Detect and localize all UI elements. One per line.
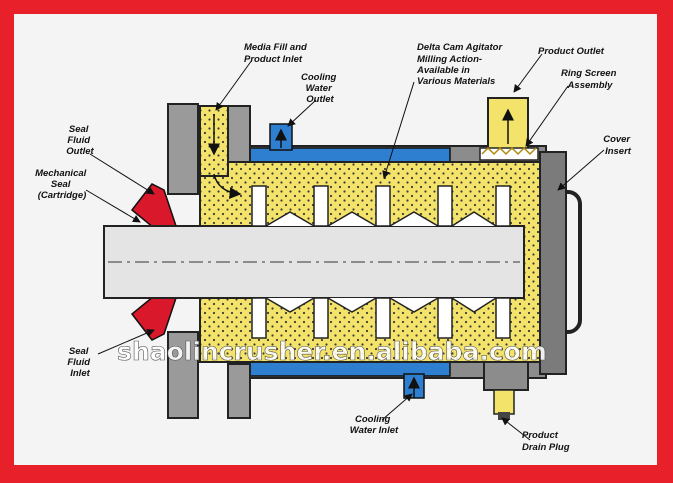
diagram-frame: Media Fill and Product Inlet Cooling Wat… bbox=[14, 14, 657, 465]
agitator-pin-bottom-5 bbox=[495, 297, 511, 339]
leader-cooling-outlet bbox=[287, 99, 317, 127]
agitator-pin-bottom-2 bbox=[313, 297, 329, 339]
left-bearing-top bbox=[227, 105, 251, 163]
label-agitator: Delta Cam Agitator Milling Action- Avail… bbox=[416, 42, 505, 87]
agitator-pin-top-5 bbox=[495, 185, 511, 227]
left-housing-top bbox=[167, 103, 199, 195]
label-seal-fluid-outlet: Seal Fluid Outlet bbox=[66, 124, 94, 157]
leader-drain-plug bbox=[501, 417, 531, 441]
left-housing-bottom bbox=[167, 331, 199, 419]
label-media-fill: Media Fill and Product Inlet bbox=[244, 42, 309, 65]
leader-mechanical-seal bbox=[85, 189, 141, 223]
label-seal-fluid-inlet: Seal Fluid Inlet bbox=[67, 346, 92, 379]
leader-media-fill bbox=[215, 59, 253, 111]
label-mechanical-seal: Mechanical Seal (Cartridge) bbox=[35, 168, 89, 201]
agitator-pin-top-1 bbox=[251, 185, 267, 227]
ring-screen-teeth bbox=[481, 146, 537, 156]
agitator-pin-top-3 bbox=[375, 185, 391, 227]
label-cooling-inlet: Cooling Water Inlet bbox=[350, 414, 399, 436]
leader-cover-insert bbox=[557, 149, 605, 191]
drain-plug-cap bbox=[498, 412, 510, 420]
drain-plug bbox=[493, 389, 515, 415]
agitator-pin-top-2 bbox=[313, 185, 329, 227]
delta-cams-top bbox=[265, 211, 497, 227]
delta-cams-bottom bbox=[265, 297, 497, 313]
agitator-pin-bottom-1 bbox=[251, 297, 267, 339]
leader-seal-fluid-inlet bbox=[97, 329, 155, 355]
ring-screen bbox=[479, 147, 539, 161]
left-bearing-bottom bbox=[227, 363, 251, 419]
leader-cooling-inlet bbox=[381, 393, 413, 421]
label-cooling-outlet: Cooling Water Outlet bbox=[301, 72, 339, 105]
label-drain-plug: Product Drain Plug bbox=[522, 430, 570, 453]
mill-diagram: Media Fill and Product Inlet Cooling Wat… bbox=[35, 42, 633, 453]
leader-agitator bbox=[382, 81, 415, 179]
leader-seal-fluid-outlet bbox=[89, 153, 155, 195]
leader-product-outlet bbox=[513, 53, 543, 93]
leader-ring-screen bbox=[525, 85, 569, 147]
drain-plug-body bbox=[483, 361, 529, 391]
watermark: shaolincrusher.en.alibaba.com bbox=[117, 337, 547, 366]
label-cover-insert: Cover Insert bbox=[603, 134, 633, 157]
agitator-pin-bottom-3 bbox=[375, 297, 391, 339]
agitator-pin-bottom-4 bbox=[437, 297, 453, 339]
flow-arrow-into-chamber bbox=[213, 173, 242, 200]
label-ring-screen: Ring Screen Assembly bbox=[561, 68, 619, 91]
label-product-outlet: Product Outlet bbox=[538, 46, 605, 57]
agitator-pin-top-4 bbox=[437, 185, 453, 227]
